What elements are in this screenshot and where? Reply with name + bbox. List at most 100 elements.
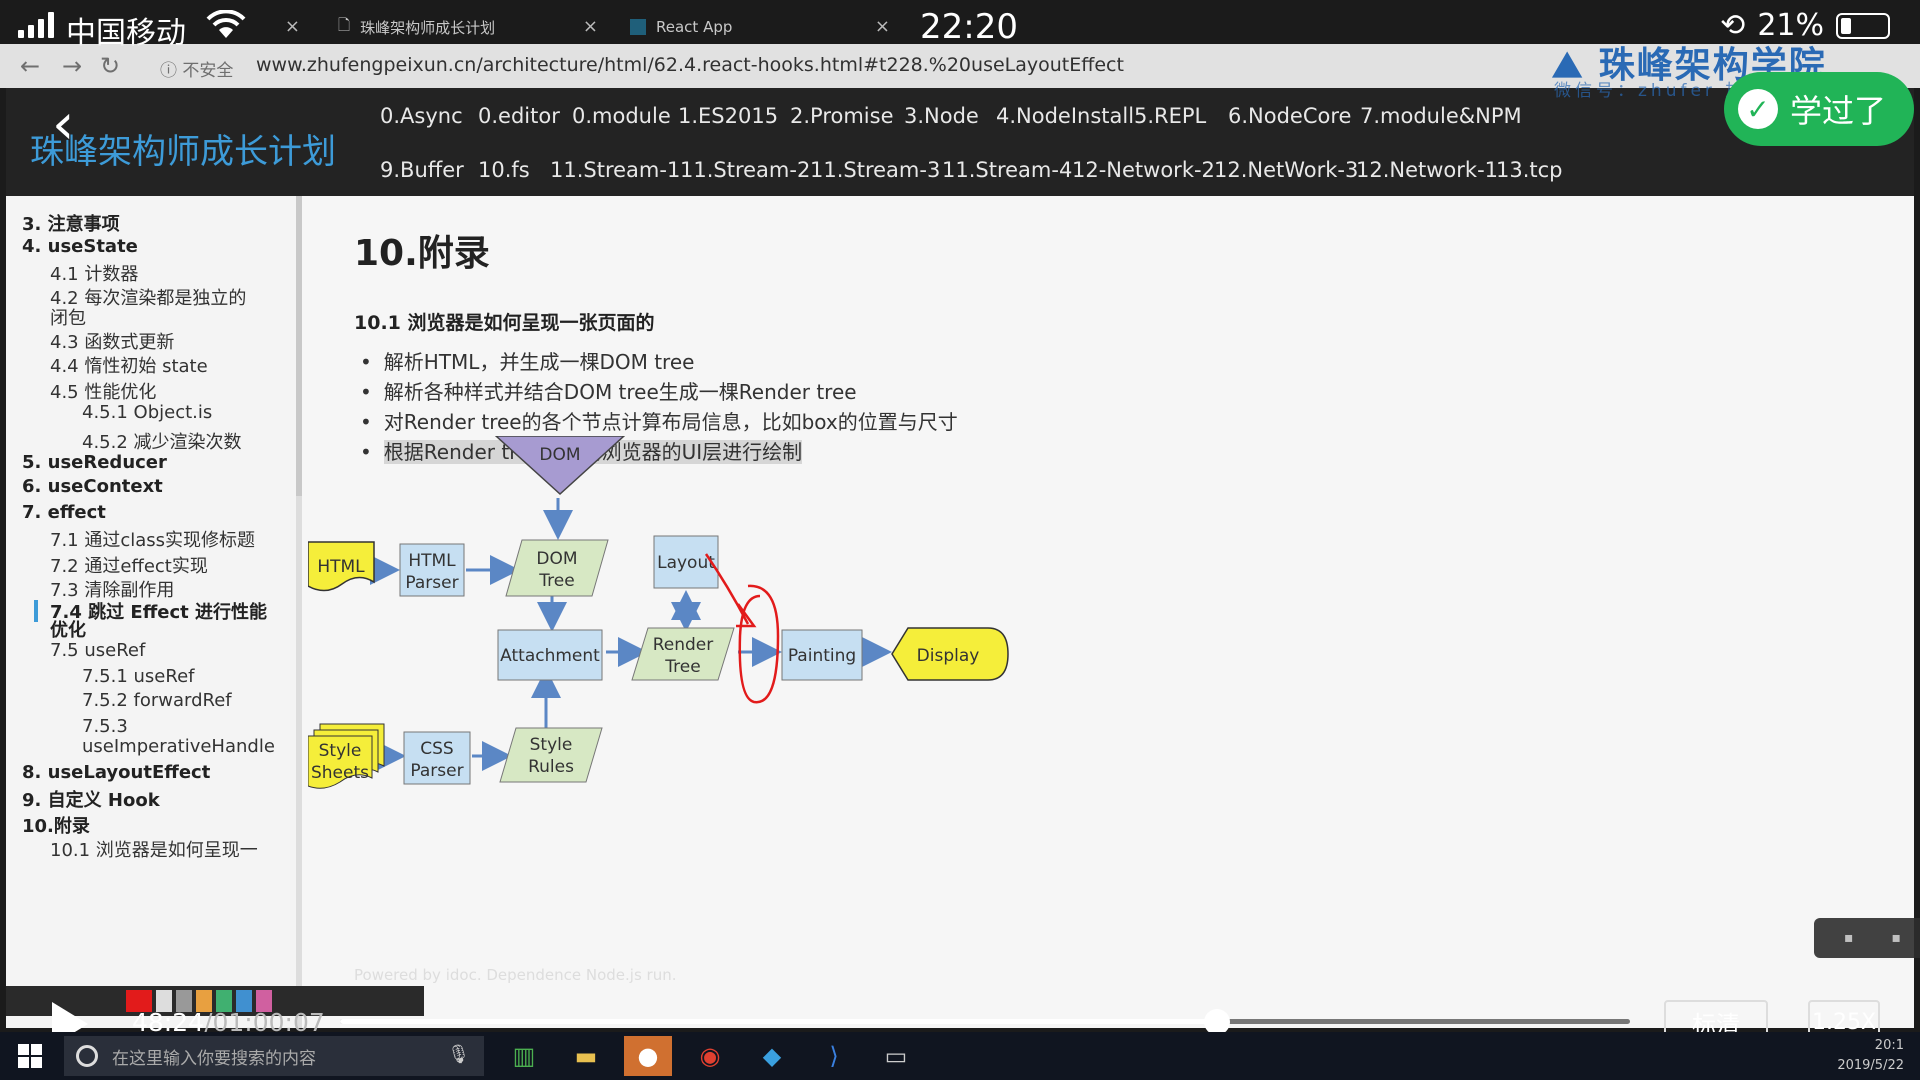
color-swatch[interactable] xyxy=(256,990,272,1012)
nav-item[interactable]: 1.ES2015 xyxy=(678,104,779,128)
address-bar: ← → ↻ ⓘ 不安全 www.zhufengpeixun.cn/archite… xyxy=(0,44,1920,88)
recorder-app-icon[interactable]: ● xyxy=(624,1036,672,1076)
toc-item[interactable]: 4.1 计数器 xyxy=(50,264,139,285)
scrollbar-thumb[interactable] xyxy=(296,196,302,496)
nav-item[interactable]: 6.NodeCore xyxy=(1228,104,1352,128)
nav-item[interactable]: 9.Buffer xyxy=(380,158,464,182)
site-title[interactable]: 珠峰架构师成长计划 xyxy=(30,132,336,172)
color-swatch[interactable] xyxy=(156,990,172,1012)
toc-item[interactable]: 闭包 xyxy=(50,308,86,329)
nav-item[interactable]: 0.editor xyxy=(478,104,560,128)
style-sheets-node xyxy=(308,735,373,789)
toc-item[interactable]: 7.2 通过effect实现 xyxy=(50,556,208,577)
taskbar-search[interactable]: 在这里输入你要搜索的内容 🎙 xyxy=(64,1036,484,1076)
toc-item[interactable]: 7.5.3 xyxy=(82,716,128,737)
nav-item[interactable]: 0.module xyxy=(572,104,671,128)
tab-zhufeng[interactable]: 🗋 珠峰架构师成长计划 × xyxy=(326,8,606,46)
toc-item[interactable]: 8. useLayoutEffect xyxy=(22,762,211,783)
microphone-icon[interactable]: 🎙 xyxy=(447,1044,470,1065)
nav-item[interactable]: 11.Stream-4 xyxy=(942,158,1073,182)
toc-item[interactable]: 9. 自定义 Hook xyxy=(22,790,160,811)
style-rules-label: Style xyxy=(530,735,573,755)
toc-item-active[interactable]: 优化 xyxy=(50,620,86,641)
toc-item[interactable]: 3. 注意事项 xyxy=(22,214,120,235)
nav-item[interactable]: 10.fs xyxy=(478,158,530,182)
tab-react-app[interactable]: React App × xyxy=(618,8,898,46)
toc-item[interactable]: 4.5.2 减少渲染次数 xyxy=(82,432,242,453)
sidebar-scrollbar[interactable] xyxy=(296,196,302,1028)
toc-item[interactable]: 6. useContext xyxy=(22,476,163,497)
app-icon[interactable]: ◆ xyxy=(762,1042,782,1070)
file-explorer-icon[interactable]: ▬ xyxy=(574,1042,598,1070)
toc-sidebar: 3. 注意事项 4. useState 4.1 计数器 4.2 每次渲染都是独立… xyxy=(6,196,302,1028)
url-input[interactable]: www.zhufengpeixun.cn/architecture/html/6… xyxy=(256,54,1124,76)
toc-item[interactable]: 4. useState xyxy=(22,236,138,257)
nav-item[interactable]: 4.NodeInstall xyxy=(996,104,1135,128)
web-page: ‹ 珠峰架构师成长计划 微信号：zhufer 加入我们 0.Async 0.ed… xyxy=(6,72,1920,1028)
color-swatch[interactable] xyxy=(196,990,212,1012)
nav-item[interactable]: 13.tcp xyxy=(1496,158,1563,182)
toc-item[interactable]: 5. useReducer xyxy=(22,452,167,473)
windows-start-icon[interactable] xyxy=(18,1044,42,1068)
tray-date: 2019/5/22 xyxy=(1837,1058,1904,1073)
css-parser-node xyxy=(403,731,471,785)
close-icon[interactable]: × xyxy=(284,16,300,37)
nav-item[interactable]: 11.Stream-3 xyxy=(810,158,941,182)
speed-button[interactable]: 1.25X xyxy=(1808,1000,1880,1044)
books-app-icon[interactable]: ▥ xyxy=(512,1042,536,1070)
toc-item-active[interactable]: 7.4 跳过 Effect 进行性能 xyxy=(50,602,268,623)
nav-item[interactable]: 12-Network-2 xyxy=(1072,158,1215,182)
seek-handle[interactable] xyxy=(1204,1009,1231,1035)
terminal-icon[interactable]: ▭ xyxy=(884,1042,908,1070)
tab-close-prev[interactable]: × xyxy=(270,8,300,46)
toc-item[interactable]: 10.附录 xyxy=(22,816,90,837)
display-label: Display xyxy=(917,646,980,666)
forward-icon[interactable]: → xyxy=(62,52,83,80)
color-swatch[interactable] xyxy=(126,990,152,1012)
cortana-icon[interactable] xyxy=(76,1045,98,1067)
toc-item[interactable]: useImperativeHandle xyxy=(82,736,275,757)
insecure-label[interactable]: ⓘ 不安全 xyxy=(160,61,234,81)
color-swatch[interactable] xyxy=(216,990,232,1012)
system-tray[interactable]: 20:1 2019/5/22 xyxy=(1837,1036,1904,1076)
nav-item[interactable]: 11.Stream-1 xyxy=(550,158,681,182)
toc-item[interactable]: 4.4 惰性初始 state xyxy=(50,356,208,377)
nav-item[interactable]: 7.module&NPM xyxy=(1360,104,1522,128)
toc-item[interactable]: 4.5 性能优化 xyxy=(50,382,157,403)
toc-item[interactable]: 4.3 函数式更新 xyxy=(50,332,175,353)
back-arrow-icon[interactable]: ‹ xyxy=(52,92,75,157)
toolbar-button[interactable]: ▪ xyxy=(1891,930,1902,946)
nav-item[interactable]: 11.Stream-2 xyxy=(680,158,811,182)
toc-item[interactable]: 4.5.1 Object.is xyxy=(82,402,213,423)
toc-item[interactable]: 10.1 浏览器是如何呈现一 xyxy=(50,840,258,861)
style-sheets-label: Style xyxy=(319,741,362,761)
nav-item[interactable]: 3.Node xyxy=(904,104,979,128)
toc-item[interactable]: 4.2 每次渲染都是独立的 xyxy=(50,288,247,309)
seek-bar[interactable] xyxy=(340,1009,1630,1035)
toc-item[interactable]: 7.1 通过class实现修标题 xyxy=(50,530,256,551)
close-icon[interactable]: × xyxy=(874,16,890,37)
toc-item[interactable]: 7.5.2 forwardRef xyxy=(82,690,232,711)
toc-item[interactable]: 7.3 清除副作用 xyxy=(50,580,175,601)
recording-toolbar[interactable]: ▪ ▪ ▪ ▪ ▪ xyxy=(1814,918,1920,958)
nav-item[interactable]: 0.Async xyxy=(380,104,463,128)
learned-button[interactable]: ✓ 学过了 xyxy=(1724,72,1914,146)
nav-item[interactable]: 12.NetWork-3 xyxy=(1214,158,1359,182)
chrome-icon[interactable]: ◉ xyxy=(699,1042,721,1070)
toc-item[interactable]: 7.5 useRef xyxy=(50,640,146,661)
color-palette[interactable] xyxy=(6,986,424,1016)
toc-item[interactable]: 7.5.1 useRef xyxy=(82,666,195,687)
nav-item[interactable]: 12.Network-1 xyxy=(1356,158,1499,182)
color-swatch[interactable] xyxy=(236,990,252,1012)
close-icon[interactable]: × xyxy=(582,16,598,37)
toc-item[interactable]: 7. effect xyxy=(22,502,106,523)
nav-item[interactable]: 5.REPL xyxy=(1134,104,1207,128)
vscode-icon[interactable]: ⟩ xyxy=(829,1042,839,1070)
reload-icon[interactable]: ↻ xyxy=(100,52,121,80)
painting-label: Painting xyxy=(788,646,856,666)
back-icon[interactable]: ← xyxy=(20,52,41,80)
color-swatch[interactable] xyxy=(176,990,192,1012)
toolbar-button[interactable]: ▪ xyxy=(1844,930,1854,946)
layout-node xyxy=(653,535,719,589)
nav-item[interactable]: 2.Promise xyxy=(790,104,894,128)
